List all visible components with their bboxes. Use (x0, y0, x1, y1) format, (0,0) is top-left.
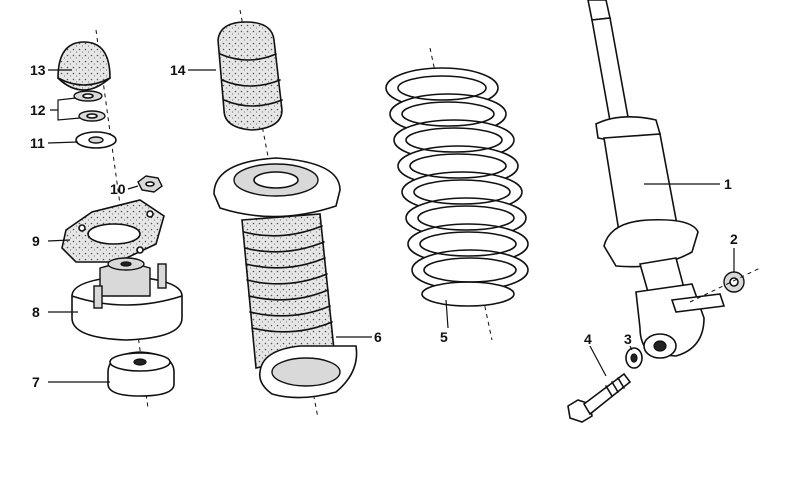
lock-nut-part (723, 271, 745, 293)
mount-axis-line (689, 267, 761, 303)
callout-11: 11 (30, 135, 45, 151)
coil-spring-part (385, 47, 529, 341)
nut-pair-part (73, 90, 106, 122)
bump-cap-part (57, 41, 111, 91)
hex-nut-part (137, 175, 163, 193)
hex-bolt-part (567, 372, 632, 423)
shock-absorber-part (587, 0, 726, 359)
spring-seat-part (213, 157, 341, 218)
callout-10: 10 (110, 181, 126, 197)
lower-bushing-part (107, 351, 175, 397)
strut-mount-part (71, 257, 183, 341)
callout-labels: 13 14 12 11 10 9 8 7 6 5 4 3 2 1 (30, 62, 738, 390)
callout-3: 3 (624, 331, 632, 347)
dust-boot-part (241, 213, 358, 399)
callout-2: 2 (730, 231, 738, 247)
callout-1: 1 (724, 176, 732, 192)
gasket-part (61, 199, 165, 263)
bump-stop-part (217, 21, 283, 131)
callout-14: 14 (170, 62, 186, 78)
washer-part (625, 347, 643, 369)
cup-washer-part (75, 131, 117, 149)
callout-12: 12 (30, 102, 46, 118)
callout-7: 7 (32, 374, 40, 390)
callout-8: 8 (32, 304, 40, 320)
callout-13: 13 (30, 62, 46, 78)
callout-5: 5 (440, 329, 448, 345)
callout-9: 9 (32, 233, 40, 249)
leader-lines (47, 69, 735, 383)
callout-4: 4 (584, 331, 592, 347)
callout-6: 6 (374, 329, 382, 345)
